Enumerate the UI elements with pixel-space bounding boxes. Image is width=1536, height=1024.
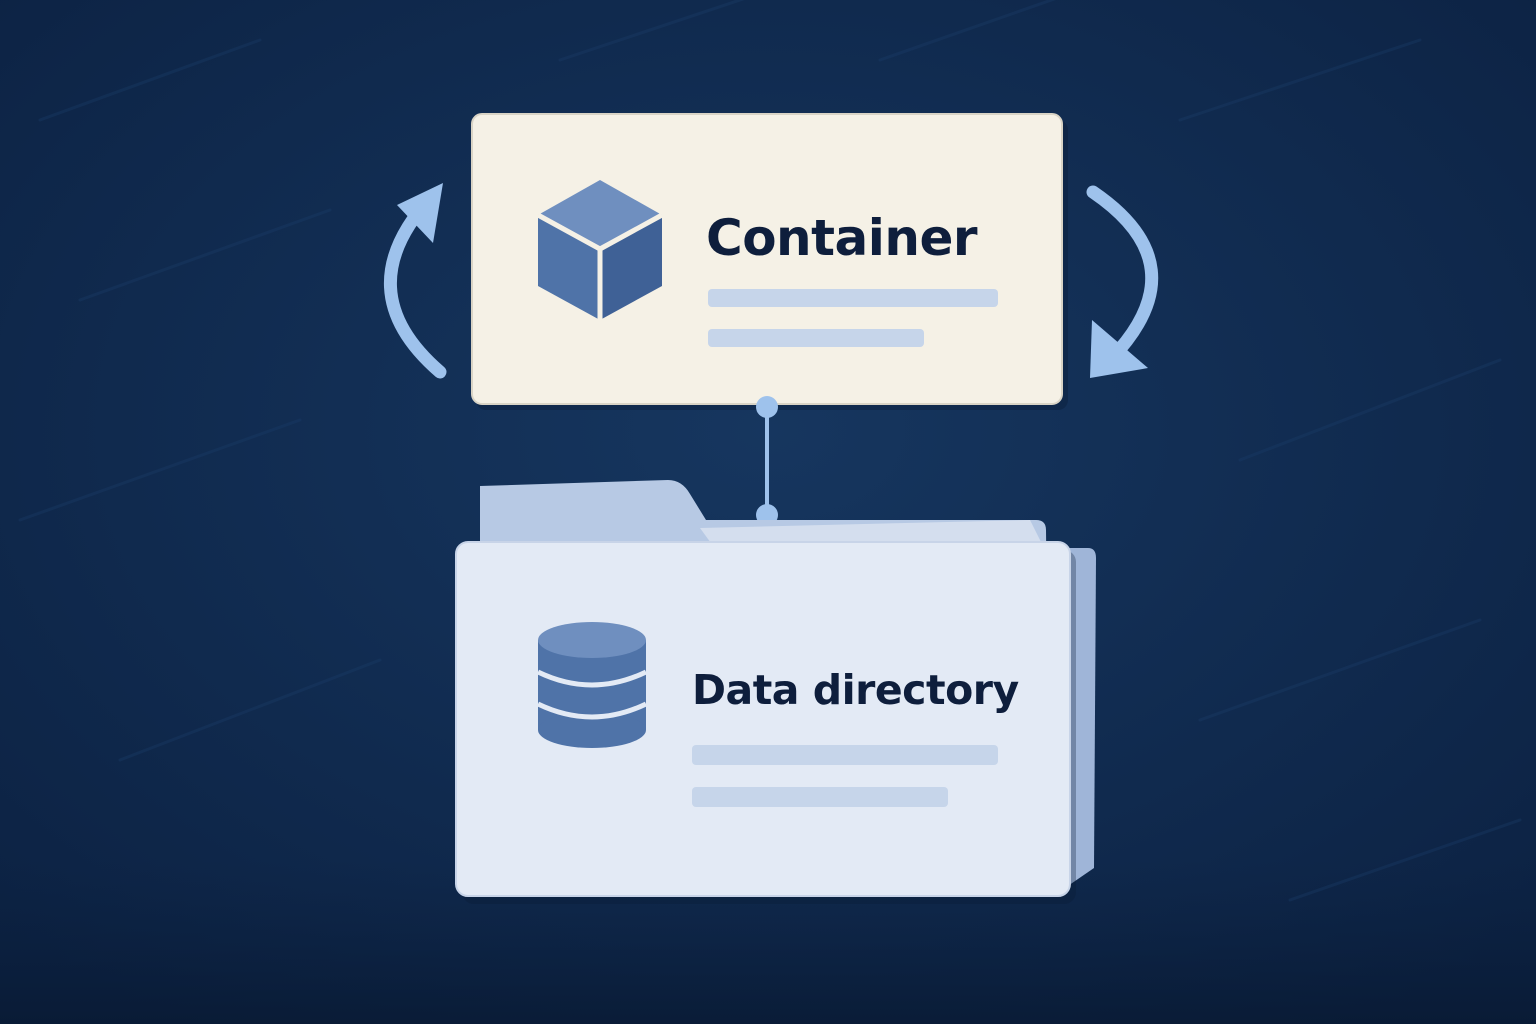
container-line-1 xyxy=(708,289,998,307)
database-icon xyxy=(536,622,648,748)
data-line-1 xyxy=(692,745,998,765)
data-directory-label: Data directory xyxy=(692,666,1019,714)
data-line-2 xyxy=(692,787,948,807)
container-label: Container xyxy=(706,209,978,267)
connector-node-top xyxy=(756,396,778,418)
cycle-arrow-right xyxy=(1086,185,1159,378)
arrowhead-right-icon xyxy=(1090,320,1148,378)
background-texture xyxy=(18,0,1522,902)
arrowhead-left-icon xyxy=(397,183,443,243)
container-line-2 xyxy=(708,329,924,347)
cube-icon xyxy=(536,180,664,320)
cycle-arrow-left xyxy=(384,183,447,379)
container-card xyxy=(471,113,1068,410)
